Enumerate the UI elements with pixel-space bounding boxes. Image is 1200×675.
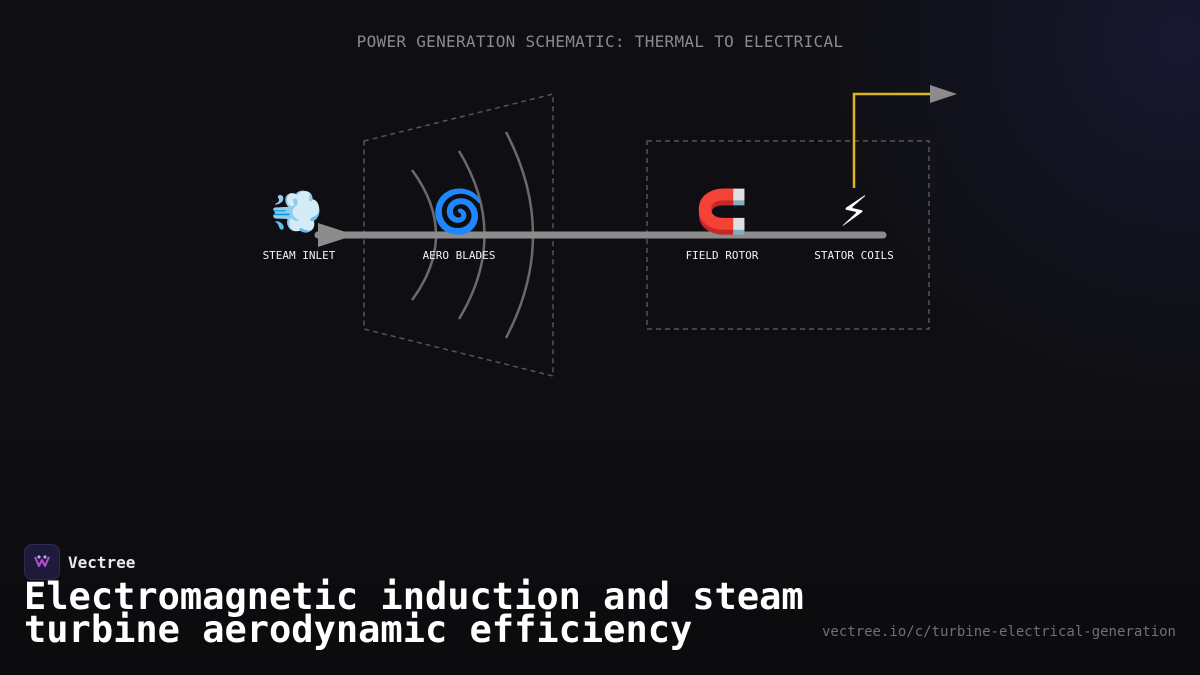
source-url[interactable]: vectree.io/c/turbine-electrical-generati…: [821, 624, 1176, 640]
wind-icon: 💨: [270, 187, 324, 236]
power-output-arrowhead: [930, 85, 957, 103]
brand-name: Vectree: [68, 552, 136, 572]
brand: Vectree: [24, 544, 135, 580]
shaft-arrowhead: [318, 223, 355, 247]
power-output-line: [852, 92, 932, 188]
cyclone-icon: 🌀: [431, 187, 485, 236]
stator-coils-label: STATOR COILS: [814, 249, 893, 262]
schematic-title: POWER GENERATION SCHEMATIC: THERMAL TO E…: [356, 32, 844, 51]
steam-inlet-label: STEAM INLET: [263, 249, 336, 262]
aero-blades-label: AERO BLADES: [423, 249, 496, 262]
vectree-logo-icon: [24, 544, 60, 580]
headline: Electromagnetic induction and steam turb…: [24, 575, 804, 651]
magnet-icon: 🧲: [695, 187, 749, 236]
field-rotor-label: FIELD ROTOR: [686, 249, 759, 262]
turbine-housing-boundary: [363, 93, 554, 377]
lightning-icon: ⚡: [839, 187, 869, 236]
